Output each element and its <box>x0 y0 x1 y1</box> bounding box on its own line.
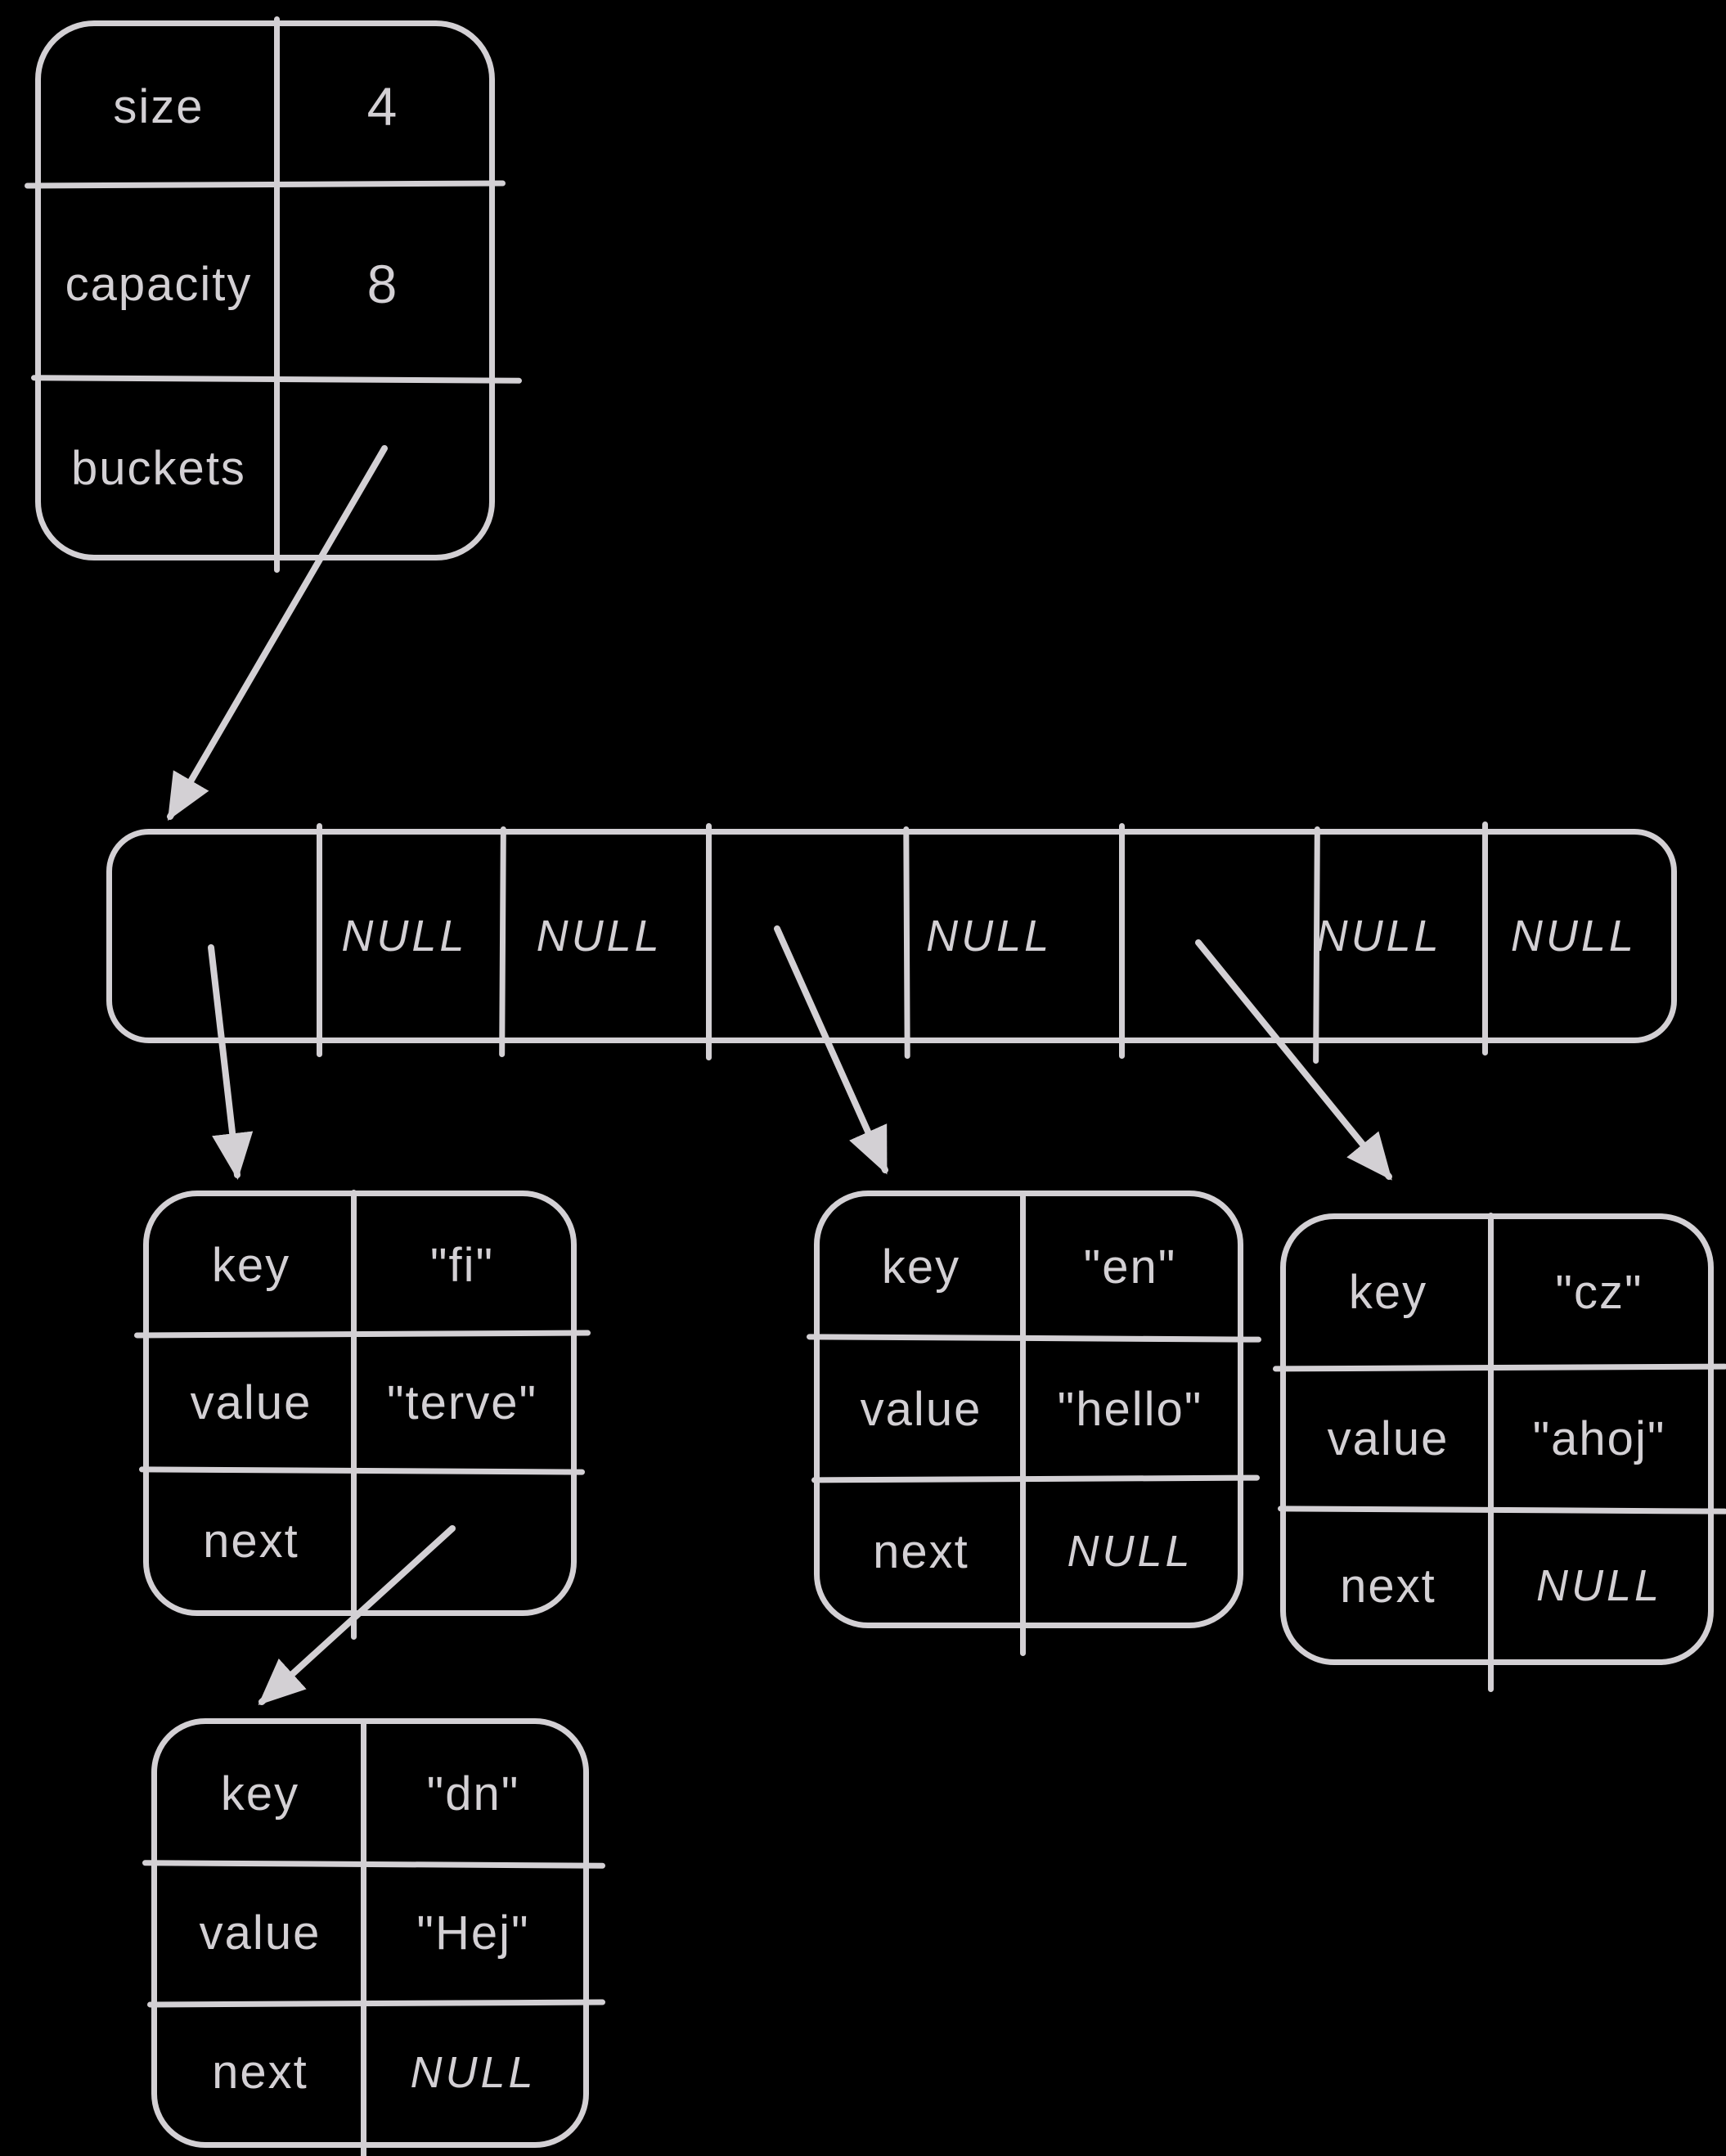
struct-value-buckets-pointer <box>276 381 489 555</box>
dn-node-next-label: next <box>212 2046 308 2100</box>
dn-node-value-label: value <box>199 1906 321 1960</box>
bucket-cell-5 <box>1086 835 1281 1037</box>
struct-value-size: 4 <box>366 76 399 137</box>
dn-node-key-value: "dn" <box>426 1767 520 1821</box>
cz-node-next-value: NULL <box>1535 1561 1663 1611</box>
cz-node-value-value: "ahoj" <box>1532 1412 1666 1466</box>
fi-node-key-value: "fi" <box>429 1238 495 1292</box>
bucket-array: NULL NULL NULL NULL NULL <box>106 821 1677 1064</box>
struct-label-capacity: capacity <box>65 257 253 311</box>
array-divider-3 <box>706 823 712 1060</box>
fi-node-next-pointer <box>353 1472 571 1610</box>
dn-node-value-value: "Hej" <box>416 1906 530 1960</box>
en-node: key "en" value "hello" next NULL <box>806 1191 1262 1656</box>
en-node-next-value: NULL <box>1067 1527 1193 1577</box>
en-node-key-value: "en" <box>1083 1240 1177 1294</box>
en-node-next-label: next <box>873 1524 969 1578</box>
bucket-cell-1: NULL <box>341 911 468 961</box>
bucket-cell-6: NULL <box>1315 911 1442 961</box>
en-node-value-label: value <box>860 1382 982 1436</box>
array-divider-4 <box>903 826 910 1060</box>
fi-node-next-label: next <box>203 1515 299 1569</box>
cz-node-next-label: next <box>1340 1559 1436 1613</box>
fi-node-column-divider <box>351 1190 357 1640</box>
cz-node-key-label: key <box>1348 1266 1428 1320</box>
cz-node-value-label: value <box>1327 1412 1450 1466</box>
bucket-cell-2: NULL <box>536 911 663 961</box>
dn-node-key-label: key <box>220 1767 300 1821</box>
en-node-value-value: "hello" <box>1057 1382 1203 1436</box>
struct-label-size: size <box>113 79 205 133</box>
bucket-cell-7: NULL <box>1510 911 1637 961</box>
bucket-cell-0 <box>112 835 307 1037</box>
struct-column-divider <box>274 16 280 573</box>
bucket-cell-4: NULL <box>926 911 1053 961</box>
bucket-cell-3 <box>697 835 892 1037</box>
dn-node-next-value: NULL <box>410 2047 537 2097</box>
struct-label-buckets: buckets <box>71 441 246 495</box>
en-node-column-divider <box>1020 1191 1026 1656</box>
cz-node: key "cz" value "ahoj" next NULL <box>1272 1213 1726 1692</box>
array-divider-5 <box>1119 823 1125 1059</box>
dn-node: key "dn" value "Hej" next NULL <box>142 1718 606 2156</box>
fi-node-key-label: key <box>211 1238 291 1292</box>
fi-node-value-value: "terve" <box>386 1376 538 1430</box>
hashmap-struct-box: size 4 capacity 8 buckets <box>24 16 523 573</box>
struct-value-capacity: 8 <box>366 254 399 314</box>
cz-node-column-divider <box>1488 1213 1494 1692</box>
fi-node-value-label: value <box>190 1376 312 1430</box>
array-divider-1 <box>317 823 322 1057</box>
fi-node: key "fi" value "terve" next <box>133 1190 591 1640</box>
cz-node-key-value: "cz" <box>1555 1266 1643 1320</box>
en-node-key-label: key <box>881 1240 961 1294</box>
dn-node-column-divider <box>361 1719 366 2156</box>
array-divider-7 <box>1482 821 1488 1055</box>
